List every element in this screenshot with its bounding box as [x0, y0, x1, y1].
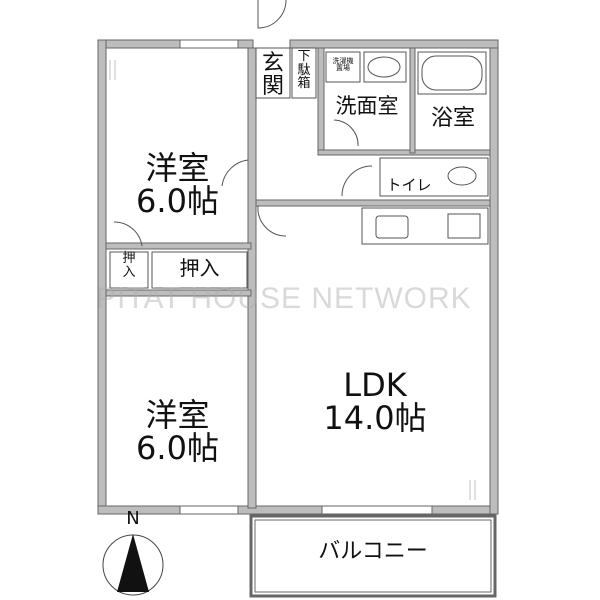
toilet-label: トイレ [386, 176, 432, 194]
balcony-label: バルコニー [318, 539, 428, 564]
compass-icon [103, 535, 163, 595]
bathroom-label: 浴室 [430, 106, 475, 131]
watermark: PITAT HOUSE NETWORK [96, 282, 472, 315]
washroom-label: 洗面室 [335, 94, 399, 118]
closet-label: 押入 [179, 256, 220, 280]
compass-north-label: N [126, 508, 140, 529]
entrance-label: 玄 関 [261, 51, 284, 100]
shoe-box-label: 下 駄 箱 [297, 49, 311, 92]
small-closet-label: 押 入 [122, 251, 136, 280]
washer-space-label: 洗濯機 置場 [332, 57, 354, 73]
